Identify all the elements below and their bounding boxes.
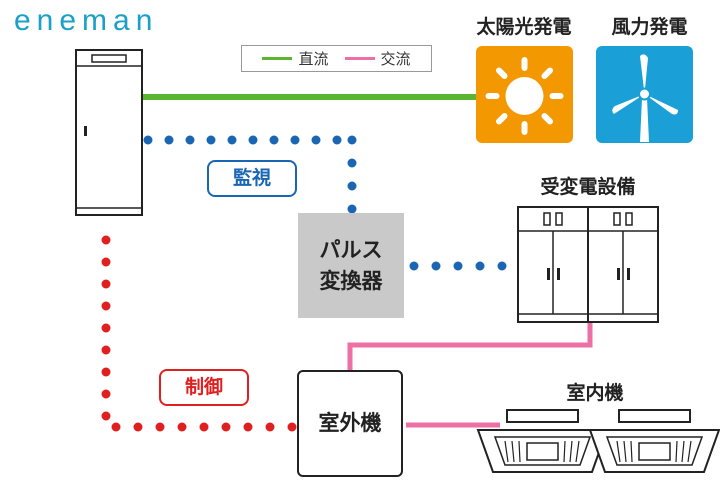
sun-icon <box>485 57 564 135</box>
legend: 直流 交流 <box>241 45 432 72</box>
eneman-cabinet <box>75 49 143 216</box>
substation-label: 受変電設備 <box>540 176 636 198</box>
wind-turbine-icon <box>612 54 678 142</box>
legend-swatch-dc <box>262 57 293 60</box>
pulse-converter-label-line1: パルス <box>319 237 383 262</box>
monitor-dotted-line <box>143 135 507 271</box>
indoor-unit-label: 室内機 <box>566 382 624 404</box>
wind-label: 風力発電 <box>611 16 688 38</box>
control-dotted-line <box>101 235 297 432</box>
legend-label-ac: 交流 <box>380 50 411 68</box>
solar-tile <box>476 46 573 143</box>
legend-item-dc: 直流 <box>262 48 329 69</box>
legend-label-dc: 直流 <box>298 50 329 68</box>
ac-line-substation-outdoor <box>347 322 593 372</box>
legend-item-ac: 交流 <box>344 48 411 69</box>
monitor-tag: 監視 <box>207 160 297 197</box>
brand-logo: eneman <box>14 4 159 37</box>
pulse-converter-box: パルス 変換器 <box>298 213 404 318</box>
substation-equipment <box>517 206 659 323</box>
pulse-converter-label-line2: 変換器 <box>319 268 383 293</box>
control-tag: 制御 <box>159 369 249 406</box>
outdoor-unit-label: 室外機 <box>318 411 382 435</box>
wind-tile <box>596 46 693 143</box>
legend-swatch-ac <box>344 57 375 60</box>
indoor-unit-1 <box>476 409 609 473</box>
indoor-unit-2 <box>588 409 720 473</box>
outdoor-unit-box: 室外機 <box>297 370 403 477</box>
solar-label: 太陽光発電 <box>476 16 572 38</box>
